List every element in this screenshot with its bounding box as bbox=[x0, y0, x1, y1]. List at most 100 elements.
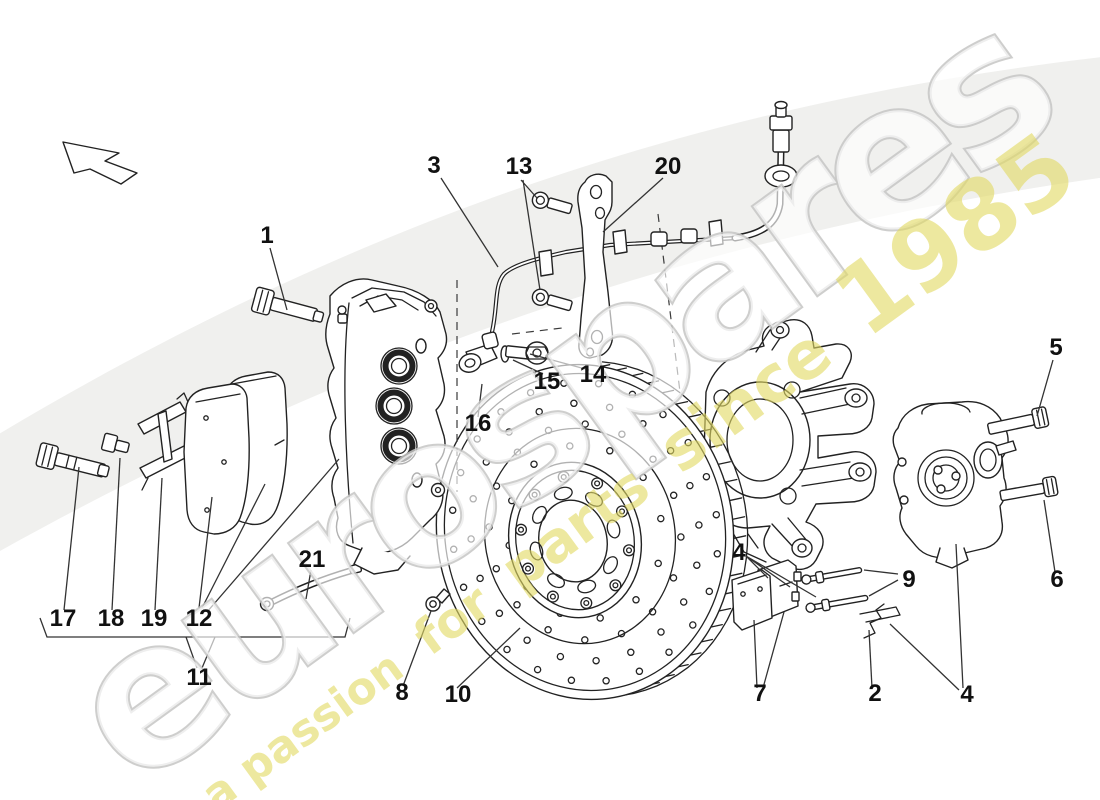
drill-hole bbox=[684, 438, 692, 447]
front-pads-group bbox=[35, 371, 363, 612]
callout-part-8: 8 bbox=[395, 679, 408, 706]
drill-hole bbox=[649, 455, 657, 463]
drill-hole bbox=[505, 428, 513, 436]
callout-part-16: 16 bbox=[465, 410, 492, 437]
drill-hole bbox=[639, 420, 647, 428]
hub-window bbox=[577, 579, 597, 594]
drill-hole bbox=[665, 648, 673, 656]
caliper-piston bbox=[380, 347, 418, 385]
drill-hole bbox=[639, 473, 647, 482]
callout-part-7: 7 bbox=[753, 680, 766, 707]
actuator bbox=[973, 441, 1003, 479]
hub-bolt bbox=[615, 505, 629, 518]
handbrake-pads bbox=[731, 559, 802, 631]
drill-hole bbox=[632, 596, 640, 604]
carrier-bore bbox=[726, 398, 794, 482]
drill-hole bbox=[606, 447, 614, 455]
drill-hole bbox=[627, 648, 635, 657]
caliper-lug bbox=[353, 547, 411, 575]
callout-part-5: 5 bbox=[1049, 334, 1062, 361]
caliper-bolt bbox=[250, 286, 325, 323]
drill-hole bbox=[459, 583, 468, 592]
hose-end-fitting bbox=[769, 100, 793, 153]
drill-hole bbox=[581, 636, 589, 644]
brake-pipe-short bbox=[259, 563, 363, 612]
hub-bolt bbox=[622, 544, 636, 557]
hub-bolt-center bbox=[517, 526, 525, 533]
drill-hole bbox=[492, 482, 501, 490]
direction-arrow bbox=[62, 141, 138, 185]
hub-bolt bbox=[514, 523, 528, 536]
group-bracket bbox=[39, 617, 351, 638]
drill-hole bbox=[456, 468, 465, 477]
hub-window bbox=[531, 505, 548, 524]
drill-hole bbox=[581, 420, 589, 428]
drill-hole bbox=[448, 506, 457, 514]
drill-hole bbox=[659, 410, 667, 419]
drill-hole bbox=[473, 435, 481, 443]
drill-hole bbox=[713, 550, 722, 558]
drill-hole bbox=[485, 523, 493, 531]
drill-hole bbox=[657, 628, 665, 636]
callout-part-6: 6 bbox=[1050, 566, 1063, 593]
disc-drill-holes bbox=[448, 379, 722, 685]
drill-hole bbox=[689, 621, 697, 629]
clip-screw bbox=[531, 191, 573, 215]
drill-hole bbox=[657, 514, 665, 523]
guide-bolt bbox=[35, 442, 110, 478]
hub-bolt bbox=[580, 596, 593, 610]
drill-hole bbox=[467, 535, 475, 543]
drill-hole bbox=[513, 448, 522, 456]
drill-hole bbox=[605, 403, 614, 412]
brake-pads bbox=[183, 371, 288, 535]
drill-hole bbox=[478, 617, 486, 626]
hub-window bbox=[585, 491, 603, 507]
hub-bolt bbox=[528, 488, 541, 501]
bleed-nipple bbox=[337, 305, 348, 324]
hub-window bbox=[553, 486, 573, 501]
drill-hole bbox=[594, 379, 603, 388]
pad-retainer-spring bbox=[137, 392, 190, 491]
drill-hole bbox=[666, 446, 675, 455]
disc-edge bbox=[598, 361, 749, 697]
banjo-bolt bbox=[500, 341, 549, 365]
drill-hole bbox=[628, 390, 637, 399]
drill-hole bbox=[566, 442, 574, 450]
disc-hub bbox=[507, 461, 643, 619]
hub-bolt bbox=[546, 590, 559, 603]
guide-pins bbox=[801, 567, 869, 613]
drill-hole bbox=[476, 574, 484, 583]
hub-bolt bbox=[557, 470, 570, 484]
drill-hole bbox=[533, 665, 542, 674]
drill-hole bbox=[635, 667, 644, 676]
drill-hole bbox=[596, 614, 604, 622]
drill-hole bbox=[513, 601, 521, 609]
leader-lines bbox=[39, 177, 1056, 691]
drill-hole bbox=[617, 629, 626, 638]
drill-hole bbox=[544, 626, 552, 634]
hub-center-bore bbox=[538, 499, 608, 583]
callout-part-13: 13 bbox=[506, 153, 533, 180]
callout-part-19: 19 bbox=[141, 605, 168, 632]
bleed-screw bbox=[425, 588, 451, 612]
callout-part-20: 20 bbox=[655, 153, 682, 180]
callout-part-3: 3 bbox=[427, 152, 440, 179]
hub-bolt-center bbox=[531, 491, 538, 498]
brake-disc bbox=[435, 361, 749, 701]
hub-fasteners bbox=[514, 470, 636, 610]
pipe-clip bbox=[538, 249, 554, 277]
pipe-union bbox=[680, 228, 698, 244]
drill-hole bbox=[679, 598, 688, 606]
drill-hole bbox=[544, 426, 553, 435]
caliper-piston bbox=[375, 387, 413, 425]
callout-part-10: 10 bbox=[445, 681, 472, 708]
hub-bolt-center bbox=[625, 547, 633, 554]
drill-hole bbox=[654, 559, 662, 568]
drill-hole bbox=[686, 481, 694, 490]
drill-hole bbox=[618, 430, 626, 438]
drill-hole bbox=[695, 521, 703, 529]
callout-part-18: 18 bbox=[98, 605, 125, 632]
callout-part-21: 21 bbox=[299, 546, 326, 573]
callout-part-9: 9 bbox=[902, 566, 915, 593]
